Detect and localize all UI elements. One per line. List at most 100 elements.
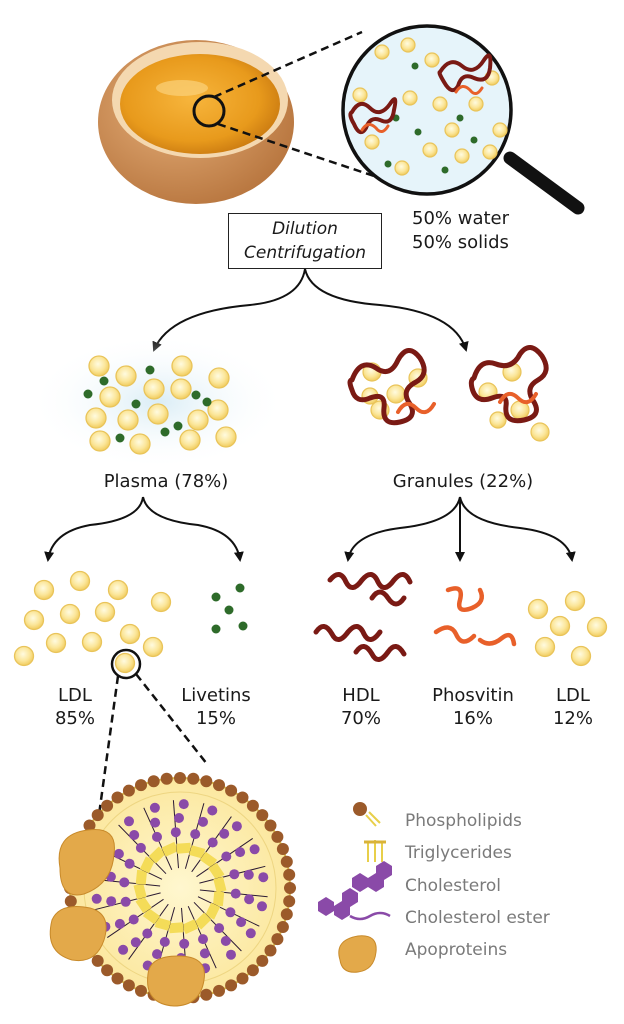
phospholipid-head [264, 819, 277, 832]
triglyceride-block [133, 883, 147, 900]
phospholipid-head [225, 979, 238, 992]
cholesterol-ring [120, 896, 131, 907]
cholesterol-ring [130, 937, 141, 948]
triglyceride-block [205, 902, 221, 920]
triglyceride-block [135, 895, 152, 914]
triglyceride-block [176, 842, 192, 854]
phospholipid-head [135, 779, 147, 792]
phospholipid-head [111, 972, 124, 985]
phospholipid-head [101, 799, 114, 812]
zoom-circle-ldl [110, 648, 142, 680]
livetins-particles [211, 583, 248, 634]
cholesterol-ring [135, 842, 146, 853]
phospholipid-head [246, 964, 259, 977]
cholesterol-ring [106, 896, 117, 907]
cholesterol-ring [152, 949, 162, 960]
phospholipid-head [122, 784, 135, 797]
cholesterol-ring [214, 923, 225, 934]
triglyceride-block [161, 841, 179, 857]
zoom-circle-egg [192, 94, 226, 128]
cholesterol-ring [159, 936, 170, 947]
cholesterol-ring [258, 872, 269, 883]
plasma-ldl-percent: 85% [54, 708, 95, 729]
phospholipid-head [101, 964, 114, 977]
cholesterol-ring [221, 851, 232, 862]
phospholipid-head [122, 979, 135, 992]
phospholipid-head [174, 772, 186, 784]
phosvitin-label: Phosvitin [432, 685, 514, 706]
cholesterol-ring [235, 847, 246, 858]
cholesterol-ring [243, 869, 254, 880]
phospholipid-head [200, 775, 213, 788]
cholesterol-ring [119, 877, 130, 888]
triglyceride-icon [364, 840, 386, 862]
cholesterol-ring [244, 894, 255, 905]
cholesterol-ring [129, 830, 140, 840]
cholesterol-ring [249, 844, 260, 855]
ldl-structure-illustration [49, 772, 296, 1007]
cholesterol-ring [114, 918, 125, 929]
granules-illustration [347, 345, 550, 442]
cholesterol-ring [179, 938, 190, 949]
triglyceride-block [181, 919, 199, 935]
phospholipid-head [280, 908, 293, 921]
cholesterol-ring [174, 813, 184, 823]
cholesterol-ring [245, 928, 256, 939]
granules-label: Granules (22%) [392, 471, 534, 492]
phospholipid-head [135, 984, 147, 997]
plasma-illustration [40, 340, 276, 464]
egg-shell-illustration [98, 40, 294, 204]
legend-icons [318, 802, 392, 973]
cholesterol-ring [190, 829, 201, 840]
granule-ldl-percent: 12% [552, 708, 593, 729]
cholesterol-ring [124, 858, 135, 869]
phospholipid-icon [353, 802, 381, 827]
triglyceride-block [194, 912, 212, 930]
cholesterol-ring [118, 944, 129, 955]
method-line-centrifugation: Centrifugation [243, 243, 366, 263]
phosvitin-percent: 16% [452, 708, 493, 729]
phospholipid-head [280, 855, 293, 868]
cholesterol-ring [178, 799, 189, 810]
phospholipid-head [276, 843, 289, 855]
phospholipid-head [283, 868, 296, 881]
phospholipid-head [271, 933, 284, 946]
triglyceride-block [135, 869, 148, 885]
phospholipid-head [160, 772, 173, 785]
triglyceride-block [189, 845, 206, 859]
livetins-percent: 15% [195, 708, 236, 729]
phospholipid-head [256, 809, 269, 822]
phospholipid-head [147, 775, 160, 788]
cholesterol-ring [113, 848, 124, 859]
livetins-label: Livetins [181, 685, 251, 706]
cholesterol-ring [220, 936, 231, 946]
legend-cholesterol-ester: Cholesterol ester [405, 908, 550, 928]
water-composition-label: 50% water [412, 208, 510, 229]
phospholipid-head [246, 799, 259, 812]
triglyceride-block [168, 922, 184, 934]
granule-ldl-particles [527, 590, 608, 667]
triglyceride-block [139, 856, 155, 874]
phospholipid-head [236, 791, 249, 804]
phospholipid-head [264, 944, 277, 957]
phospholipid-head [111, 791, 124, 804]
cholesterol-ring [91, 893, 102, 904]
legend-triglycerides: Triglycerides [405, 843, 512, 863]
cholesterol-ring [128, 914, 139, 925]
cholesterol-ring [257, 901, 267, 912]
cholesterol-ring [124, 816, 134, 827]
hdl-percent: 70% [340, 708, 381, 729]
phospholipid-head [187, 772, 200, 785]
triglyceride-block [213, 876, 227, 893]
cholesterol-ring [152, 831, 162, 842]
triglyceride-block [148, 846, 166, 864]
cholesterol-ring [149, 802, 160, 813]
triglyceride-block [199, 851, 218, 869]
cholesterol-ester-icon [318, 888, 391, 921]
phosvitin-strands [433, 586, 517, 647]
cholesterol-ring [229, 869, 240, 880]
method-line-dilution: Dilution [272, 219, 338, 239]
phospholipid-head [271, 830, 284, 843]
phospholipid-head [225, 784, 238, 797]
